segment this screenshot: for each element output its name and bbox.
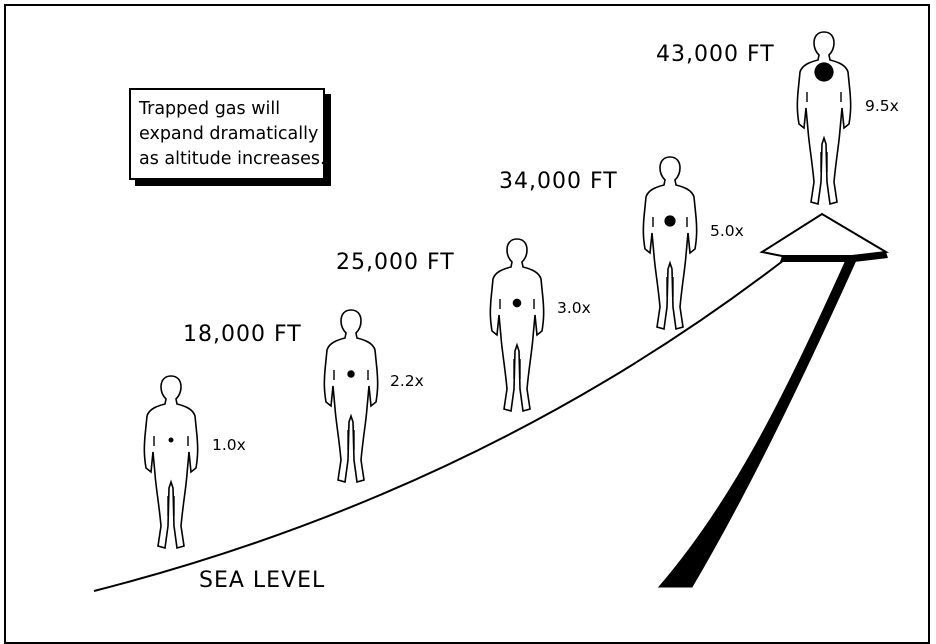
gas-bubble-icon xyxy=(664,215,676,227)
multiplier-label-5: 9.5x xyxy=(865,97,899,115)
human-figure-icon xyxy=(323,309,379,484)
altitude-arrow-icon xyxy=(657,257,858,588)
figures-layer xyxy=(143,31,852,550)
figure-outline xyxy=(642,156,698,331)
multiplier-label-3: 3.0x xyxy=(557,299,591,317)
human-figure-icon xyxy=(143,375,199,550)
figure-outline xyxy=(489,238,545,413)
gas-bubble-icon xyxy=(512,298,522,308)
callout-box: Trapped gas will expand dramatically as … xyxy=(129,88,326,180)
diagram-frame: Trapped gas will expand dramatically as … xyxy=(4,4,930,644)
arrow-head-shadow xyxy=(780,252,888,262)
altitude-curve xyxy=(93,259,785,592)
gas-bubble-icon xyxy=(814,62,834,82)
multiplier-label-2: 2.2x xyxy=(390,372,424,390)
human-figure-icon xyxy=(489,238,545,413)
multiplier-label-4: 5.0x xyxy=(710,222,744,240)
altitude-label-34000: 34,000 FT xyxy=(499,169,618,194)
figure-outline xyxy=(796,31,852,206)
callout-line-2: expand dramatically xyxy=(139,124,319,144)
altitude-label-43000: 43,000 FT xyxy=(656,42,775,67)
callout-line-3: as altitude increases. xyxy=(139,149,326,169)
multiplier-label-1: 1.0x xyxy=(212,436,246,454)
altitude-label-sea-level: SEA LEVEL xyxy=(199,568,326,593)
figure-outline xyxy=(323,309,379,484)
figure-outline xyxy=(143,375,199,550)
callout-line-1: Trapped gas will xyxy=(139,99,281,119)
altitude-label-18000: 18,000 FT xyxy=(183,322,302,347)
arrow-head-icon xyxy=(759,212,890,257)
human-figure-icon xyxy=(796,31,852,206)
altitude-label-25000: 25,000 FT xyxy=(336,250,455,275)
gas-bubble-icon xyxy=(347,370,355,378)
human-figure-icon xyxy=(642,156,698,331)
altitude-diagram xyxy=(93,31,890,592)
gas-bubble-icon xyxy=(168,437,174,443)
